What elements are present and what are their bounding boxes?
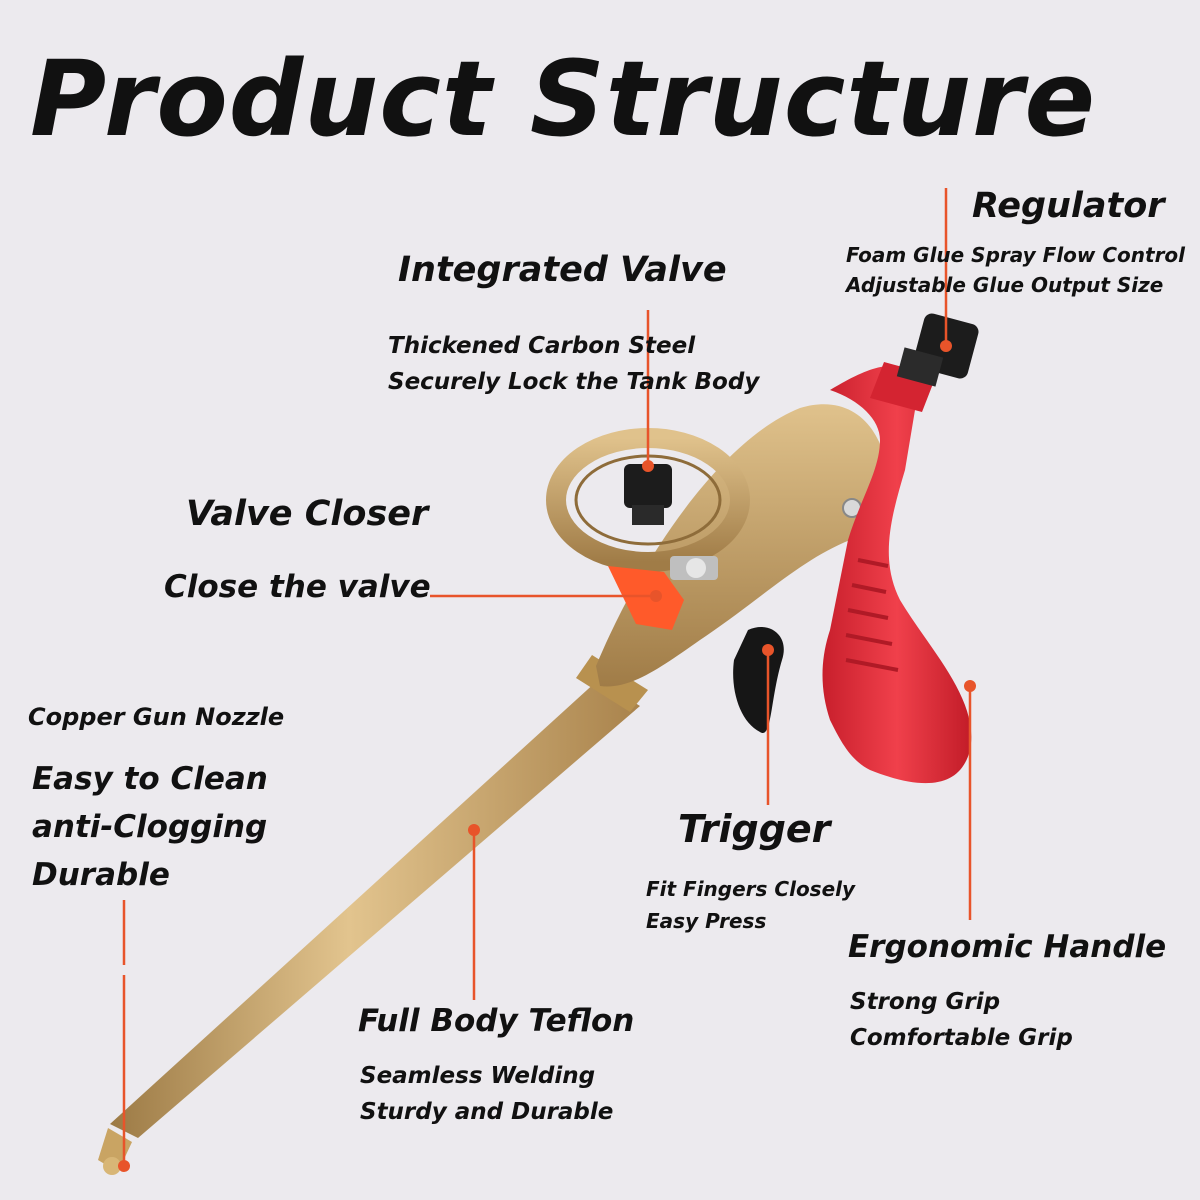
regulator-line-2: Adjustable Glue Output Size: [846, 273, 1164, 297]
ergonomic-handle-heading: Ergonomic Handle: [848, 929, 1167, 965]
page-title: Product Structure: [30, 38, 1096, 160]
trigger: [733, 626, 784, 734]
integrated-valve-heading: Integrated Valve: [398, 250, 727, 290]
teflon-line-1: Seamless Welding: [360, 1063, 596, 1089]
regulator-line-1: Foam Glue Spray Flow Control: [846, 243, 1186, 267]
callout-lines: [122, 188, 972, 1166]
regulator-heading: Regulator: [972, 186, 1165, 226]
red-handle: [822, 366, 972, 784]
copper-nozzle-heading: Copper Gun Nozzle: [28, 703, 285, 731]
ergonomic-handle-line-2: Comfortable Grip: [850, 1025, 1073, 1051]
callout-dots: [118, 340, 976, 1172]
ergonomic-handle-line-1: Strong Grip: [850, 989, 1001, 1015]
trigger-line-2: Easy Press: [646, 909, 767, 933]
copper-nozzle-line-3: Durable: [32, 857, 170, 893]
valve-nut: [624, 464, 672, 508]
grip-ribs: [845, 558, 899, 672]
trigger-heading: Trigger: [678, 807, 831, 851]
valve-closer-heading: Valve Closer: [186, 494, 429, 534]
integrated-valve-line-1: Thickened Carbon Steel: [388, 333, 696, 359]
copper-nozzle-line-1: Easy to Clean: [32, 761, 268, 797]
integrated-valve-line-2: Securely Lock the Tank Body: [388, 369, 760, 395]
valve-closer-line-1: Close the valve: [164, 569, 431, 605]
barrel: [110, 680, 640, 1138]
copper-nozzle-line-2: anti-Clogging: [32, 809, 268, 845]
teflon-line-2: Sturdy and Durable: [360, 1099, 614, 1125]
valve-closer-lever: [608, 566, 684, 630]
trigger-line-1: Fit Fingers Closely: [646, 877, 856, 901]
teflon-heading: Full Body Teflon: [358, 1003, 635, 1039]
